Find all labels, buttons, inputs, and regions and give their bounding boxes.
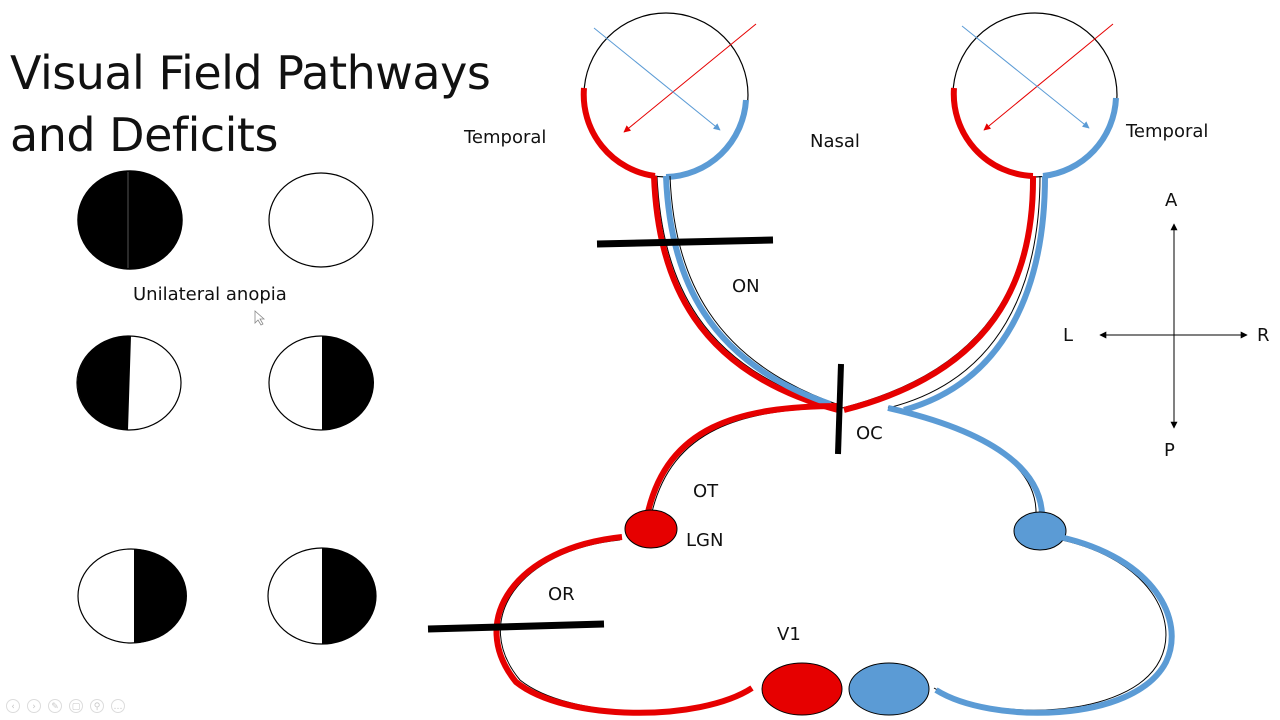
- zoom-icon[interactable]: ⚲: [90, 699, 104, 713]
- lesion-optic-chiasm: [835, 363, 844, 455]
- left-lgn: [624, 509, 678, 549]
- field-left-eye-row2: [76, 335, 182, 431]
- left-eye: [580, 12, 757, 180]
- right-eye: [950, 12, 1119, 179]
- field-right-eye-row3: [267, 547, 377, 645]
- left-eye-temporal-retina: [580, 87, 656, 179]
- field-left-eye-row3: [77, 548, 187, 644]
- label-optic-tract: OT: [693, 481, 719, 502]
- pen-icon[interactable]: ✎: [48, 699, 62, 713]
- compass-label-right: R: [1257, 325, 1270, 346]
- compass-label-posterior: P: [1164, 440, 1175, 461]
- left-optic-tract: [645, 403, 843, 513]
- right-v1: [848, 662, 930, 716]
- label-v1: V1: [777, 624, 801, 645]
- left-optic-nerve: [651, 175, 843, 413]
- right-lgn: [1013, 511, 1067, 551]
- prev-icon[interactable]: ‹: [6, 699, 20, 713]
- left-eye-nasal-retina: [665, 99, 749, 180]
- slide-title-line-1: Visual Field Pathways: [10, 46, 491, 100]
- left-v1: [761, 662, 843, 716]
- right-eye-nasal-retina: [950, 87, 1034, 179]
- label-nasal: Nasal: [810, 131, 860, 152]
- more-icon[interactable]: …: [111, 699, 125, 713]
- right-optic-tract: [887, 405, 1045, 515]
- right-optic-radiation: [933, 534, 1175, 716]
- label-lgn: LGN: [686, 530, 724, 551]
- compass-label-left: L: [1063, 325, 1074, 346]
- compass-label-anterior: A: [1165, 190, 1178, 211]
- field-right-eye-row1: [268, 172, 374, 268]
- slideshow-toolbar: ‹ › ✎ ▢ ⚲ …: [6, 699, 125, 715]
- slides-icon[interactable]: ▢: [69, 699, 83, 713]
- label-temporal-left: Temporal: [464, 127, 547, 148]
- label-optic-nerve: ON: [732, 276, 760, 297]
- label-temporal-right: Temporal: [1126, 121, 1209, 142]
- field-left-eye-row1: [77, 170, 183, 270]
- label-optic-radiation: OR: [548, 584, 575, 605]
- mouse-cursor-icon: [254, 310, 266, 326]
- lesion-optic-nerve: [596, 236, 774, 248]
- field-right-eye-row2: [268, 335, 374, 431]
- label-optic-chiasm: OC: [856, 423, 883, 444]
- right-eye-temporal-retina: [1042, 97, 1119, 179]
- right-optic-nerve: [841, 175, 1048, 413]
- compass: [1099, 223, 1248, 429]
- slide-title-line-2: and Deficits: [10, 108, 278, 162]
- deficit-caption: Unilateral anopia: [133, 284, 287, 305]
- left-optic-radiation: [493, 534, 754, 716]
- visual-field-panel: [76, 170, 377, 645]
- next-icon[interactable]: ›: [27, 699, 41, 713]
- lesion-optic-radiation: [427, 620, 605, 633]
